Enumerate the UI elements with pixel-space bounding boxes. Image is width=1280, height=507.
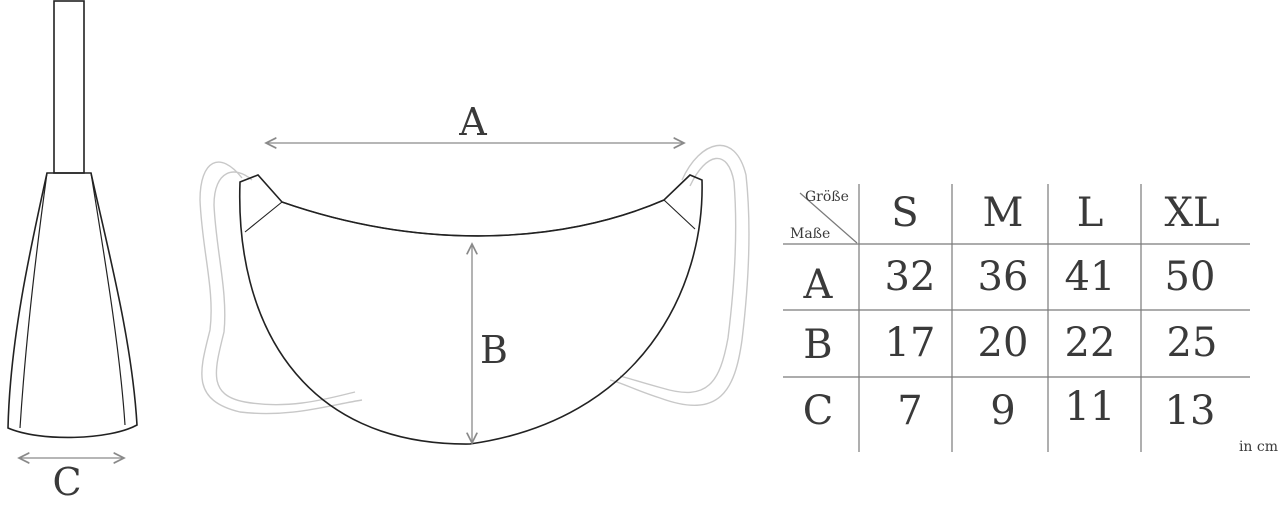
side-strap: [53, 0, 85, 174]
table-grid: [783, 184, 1250, 452]
header-size-xl: XL: [1164, 190, 1219, 236]
size-table: Größe Maße S M L XL A 32 36 41 50 B 17 2…: [783, 184, 1278, 455]
row-label-c: C: [803, 388, 834, 434]
dimension-a-label: A: [458, 100, 487, 144]
left-tab-seam: [244, 201, 283, 233]
cell-a-l: 41: [1065, 254, 1116, 300]
cell-c-l: 11: [1065, 384, 1116, 430]
row-label-a: A: [803, 262, 834, 308]
dimension-c-label: C: [52, 460, 81, 504]
side-crease-right: [90, 172, 126, 426]
header-size-s: S: [891, 190, 918, 236]
cell-c-xl: 13: [1165, 388, 1216, 434]
header-size-m: M: [983, 190, 1024, 236]
cell-b-xl: 25: [1167, 320, 1218, 366]
corner-label-size: Größe: [805, 189, 849, 205]
cell-a-s: 32: [885, 254, 936, 300]
cell-b-s: 17: [885, 320, 936, 366]
cell-b-m: 20: [978, 320, 1029, 366]
bag-side-view: [7, 0, 138, 439]
row-label-b: B: [803, 322, 832, 368]
corner-diagonal: [799, 192, 858, 244]
cell-c-s: 7: [897, 388, 922, 434]
cell-b-l: 22: [1065, 320, 1116, 366]
side-crease-left: [19, 172, 48, 429]
cell-a-xl: 50: [1165, 254, 1216, 300]
cell-c-m: 9: [990, 388, 1015, 434]
dimension-b-label: B: [480, 328, 508, 372]
right-tab-seam: [663, 199, 696, 230]
cell-a-m: 36: [978, 254, 1029, 300]
front-body: [238, 174, 703, 445]
front-opening: [281, 199, 665, 237]
unit-note: in cm: [1239, 439, 1278, 455]
header-size-l: L: [1077, 190, 1104, 236]
corner-label-measure: Maße: [790, 226, 830, 242]
bag-front-view: [238, 174, 703, 445]
side-body: [7, 172, 138, 439]
strap-outline: [199, 144, 750, 415]
